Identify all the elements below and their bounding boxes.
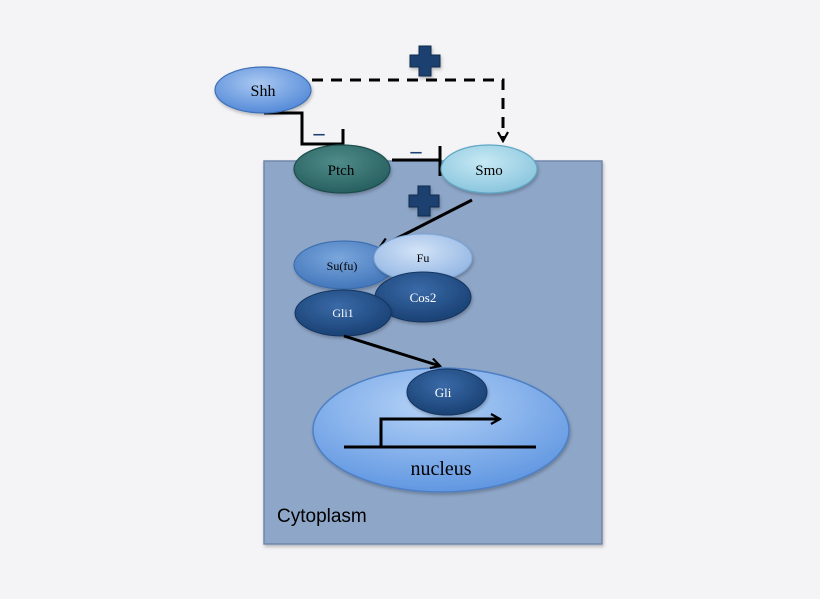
gli1-node <box>294 289 392 337</box>
ptch-node <box>293 144 391 194</box>
sufu-label: Su(fu) <box>327 259 358 273</box>
transcription-arrow <box>379 419 500 447</box>
gli-node <box>406 368 488 416</box>
smo-node <box>440 144 538 194</box>
fu-label: Fu <box>417 251 430 265</box>
gli-label: Gli <box>435 385 452 400</box>
gli1-to-gli-arrow <box>343 334 440 366</box>
smo-label: Smo <box>475 163 503 179</box>
cos2-label: Cos2 <box>410 290 437 305</box>
cytoplasm-label: Cytoplasm <box>277 506 367 527</box>
minus-sign-ptch-smo: – <box>410 138 423 163</box>
shh-to-smo-dashed-arrow <box>312 78 503 141</box>
minus-sign-shh-ptch: – <box>313 120 326 145</box>
nucleus-label: nucleus <box>410 458 471 480</box>
shh-inhibits-ptch-line <box>264 111 343 146</box>
gli1-label: Gli1 <box>332 306 353 320</box>
shh-label: Shh <box>251 83 276 100</box>
shh-node <box>214 66 312 114</box>
plus-sign-top <box>409 45 441 77</box>
plus-sign-middle <box>408 185 440 217</box>
ptch-label: Ptch <box>328 163 355 179</box>
